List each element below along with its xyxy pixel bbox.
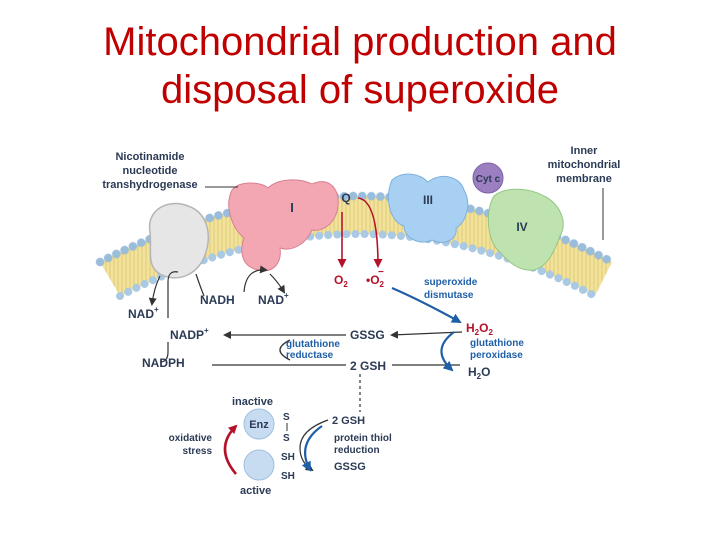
ox-stress-line-2: stress (183, 446, 213, 457)
title-line-2: disposal of superoxide (160, 68, 560, 112)
complex-q-label: Q (341, 191, 350, 205)
enzyme-active-icon (243, 449, 275, 481)
nnt-label-line-3: transhydrogenase (102, 179, 197, 191)
gr-label-line-1: glutathione (286, 339, 340, 350)
h2o-label: H2O (468, 365, 490, 381)
arrow-nadp-to-nadph (159, 342, 169, 363)
gr-label-line-2: reductase (286, 350, 334, 361)
oxidative-stress-arrow (223, 424, 238, 475)
gssg-top-label: GSSG (350, 328, 385, 342)
cyt-c-protein: Cyt c (472, 162, 504, 194)
inner-label-line-3: membrane (556, 173, 612, 185)
nadh-label: NADH (200, 293, 235, 307)
nnt-label: Nicotinamide nucleotide transhydrogenase (102, 151, 197, 191)
enzyme-inactive-icon (243, 408, 275, 440)
ptr-label-line-2: reduction (334, 445, 380, 456)
two-gsh-top-label: 2 GSH (350, 359, 386, 373)
sod-arrow (391, 286, 462, 323)
enz-label: Enz (249, 419, 269, 431)
gpx-label-line-1: glutathione (470, 338, 524, 349)
s2-label: S (283, 433, 290, 444)
arrow-nadh-to-complex-1 (243, 265, 268, 293)
complex-3-label: III (423, 193, 433, 207)
h2o2-label: H2O2 (466, 321, 493, 337)
two-gsh-bottom-label: 2 GSH (332, 415, 365, 427)
ox-stress-line-1: oxidative (169, 433, 213, 444)
nadp-plus-label: NADP+ (170, 326, 209, 342)
gpx-label-line-2: peroxidase (470, 350, 523, 361)
nad-plus-left-label: NAD+ (128, 305, 159, 321)
o2-label: O2 (334, 273, 348, 289)
membrane-lipid-tails (100, 196, 612, 296)
nnt-label-line-2: nucleotide (122, 165, 177, 177)
arrow-complex-1-to-nad-plus (269, 273, 286, 294)
s1-label: S (283, 412, 290, 423)
nnt-label-line-1: Nicotinamide (115, 151, 184, 163)
inner-label-line-1: Inner (571, 145, 599, 157)
complex-1-label: I (290, 200, 294, 215)
title-line-1: Mitochondrial production and (103, 20, 617, 64)
arrow-to-superoxide (357, 197, 383, 268)
complex-1-protein (228, 179, 339, 272)
gsh-to-gssg-arrow (299, 419, 329, 472)
complex-4-protein (487, 188, 564, 271)
complex-3-protein (388, 173, 469, 243)
complex-4-label: IV (516, 220, 527, 234)
inactive-label: inactive (232, 396, 273, 408)
slide-title: Mitochondrial production and disposal of… (0, 18, 720, 114)
sod-label-line-2: dismutase (424, 290, 474, 301)
sh1-label: SH (281, 452, 295, 463)
gssg-bottom-label: GSSG (334, 461, 366, 473)
nad-plus-right-label: NAD+ (258, 291, 289, 307)
protein-thiol-reduction-arrow (301, 425, 323, 472)
nadph-label: NADPH (142, 356, 185, 370)
arrow-nnt-down (167, 271, 179, 318)
inner-membrane-label: Inner mitochondrial membrane (548, 145, 621, 185)
sod-label-line-1: superoxide (424, 277, 478, 288)
superoxide-label: •O2− (366, 267, 385, 289)
gpx-arrow (440, 331, 455, 372)
cyt-c-label: Cyt c (476, 174, 501, 185)
active-label: active (240, 485, 271, 497)
arrow-nad-plus-left (148, 275, 161, 306)
nnt-protein (148, 202, 209, 279)
sh2-label: SH (281, 471, 295, 482)
arrow-h2o2-to-gssg (390, 330, 463, 339)
arrow-nnt-to-nadh (195, 273, 205, 297)
inner-label-line-2: mitochondrial (548, 159, 621, 171)
glutathione-reductase-curve (279, 339, 291, 361)
ptr-label-line-1: protein thiol (334, 433, 392, 444)
